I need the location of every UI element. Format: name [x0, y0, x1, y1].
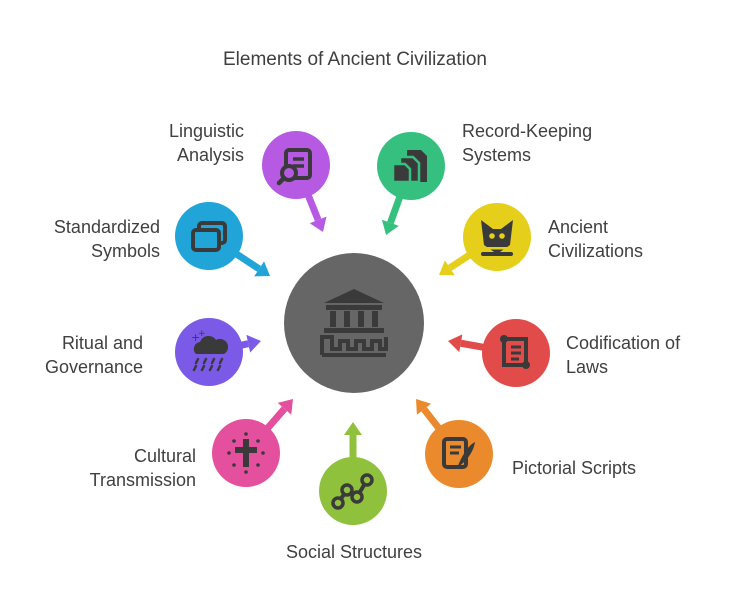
node-cultural-transmission — [212, 419, 280, 487]
node-pictorial-scripts — [425, 420, 493, 488]
label-line: Ritual and — [61, 333, 143, 353]
label-codification-of-laws: Codification of Laws — [566, 331, 680, 379]
label-line: Analysis — [176, 145, 244, 165]
scroll-icon — [500, 335, 530, 369]
label-social-structures: Social Structures — [204, 540, 504, 564]
diagram-title: Elements of Ancient Civilization — [222, 49, 487, 70]
rain-cloud-icon: ++ — [191, 329, 229, 372]
arrow-record-keeping-systems — [381, 193, 405, 235]
label-line: Laws — [566, 357, 609, 377]
label-line: Civilizations — [548, 241, 644, 261]
node-linguistic-analysis — [262, 131, 330, 199]
label-line: Record-Keeping — [462, 121, 593, 141]
svg-text:+: + — [191, 331, 200, 344]
center-circle — [284, 253, 424, 393]
network-icon — [331, 473, 374, 510]
node-codification-of-laws — [482, 319, 550, 387]
node-record-keeping-systems — [377, 132, 445, 200]
arrow-standardized-symbols — [232, 249, 270, 277]
arrow-pictorial-scripts — [416, 399, 444, 433]
arrow-social-structures — [344, 422, 362, 461]
label-line: Cultural — [133, 446, 196, 466]
label-line: Pictorial Scripts — [512, 458, 637, 478]
quill-scroll-icon — [442, 437, 475, 469]
label-line: Governance — [44, 357, 143, 377]
label-pictorial-scripts: Pictorial Scripts — [512, 456, 636, 480]
arrow-ancient-civilizations — [439, 250, 474, 276]
label-line: Ancient — [548, 217, 609, 237]
svg-text:+: + — [198, 329, 206, 339]
node-ritual-and-governance: ++ — [175, 318, 243, 386]
label-line: Transmission — [89, 470, 196, 490]
label-line: Codification of — [566, 333, 681, 353]
label-line: Systems — [462, 145, 532, 165]
label-line: Social Structures — [285, 542, 423, 562]
pharaoh-icon — [481, 220, 513, 256]
label-line: Symbols — [90, 241, 160, 261]
label-line: Standardized — [53, 217, 160, 237]
arrow-codification-of-laws — [448, 334, 488, 353]
cross-icon — [227, 432, 265, 474]
node-standardized-symbols — [175, 202, 243, 270]
document-search-icon — [276, 148, 312, 186]
arrow-linguistic-analysis — [303, 191, 327, 232]
arrow-cultural-transmission — [263, 399, 293, 433]
label-line: Linguistic — [168, 121, 244, 141]
temple-icon — [320, 289, 388, 357]
nodes-layer: ++ — [175, 131, 550, 525]
arrows-layer — [232, 191, 488, 461]
center-hub — [284, 253, 424, 393]
node-ancient-civilizations — [463, 203, 531, 271]
node-social-structures — [319, 457, 387, 525]
cards-icon — [191, 221, 227, 252]
stacked-files-icon — [391, 150, 427, 184]
